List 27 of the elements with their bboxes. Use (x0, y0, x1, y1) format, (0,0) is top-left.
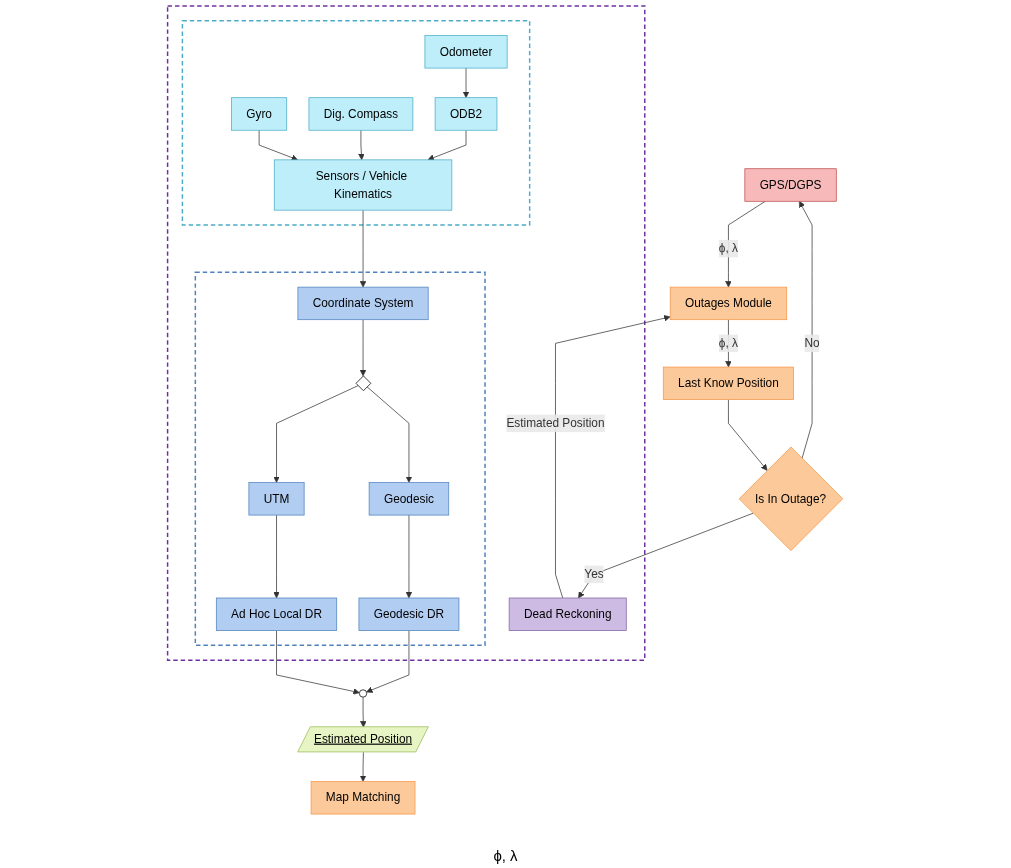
cluster (194, 271, 487, 647)
node-box: ODB2 (435, 97, 498, 131)
node-box: Sensors / Vehicle Kinematics (274, 159, 453, 211)
node-box: Geodesic (369, 482, 450, 516)
node-diamond: Is In Outage? (739, 446, 844, 551)
node-box: Dead Reckoning (509, 597, 627, 631)
node-circle (359, 689, 368, 698)
cluster (167, 5, 646, 661)
node-box: UTM (248, 482, 305, 516)
node-box: Last Know Position (663, 366, 795, 400)
node-box: Gyro (231, 97, 288, 131)
node-box: Odometer (424, 35, 508, 69)
edge-label: ϕ, λ (719, 241, 739, 255)
node-box: Ad Hoc Local DR (216, 597, 338, 631)
edge-label: ϕ, λ (719, 336, 739, 350)
symbol-label: ϕ, λ (493, 847, 518, 864)
edge-label: Yes (584, 567, 604, 581)
node-box: Outages Module (670, 286, 788, 321)
node-box: GPS/DGPS (744, 168, 837, 202)
edge-label: No (804, 336, 820, 350)
node-box: Coordinate System (297, 286, 429, 321)
node-box: Map Matching (311, 781, 416, 815)
node-box: Geodesic DR (358, 597, 460, 631)
edge-label: Estimated Position (506, 416, 605, 430)
node-box: Dig. Compass (308, 97, 414, 131)
cluster (181, 20, 531, 226)
node-diamond (355, 375, 372, 392)
